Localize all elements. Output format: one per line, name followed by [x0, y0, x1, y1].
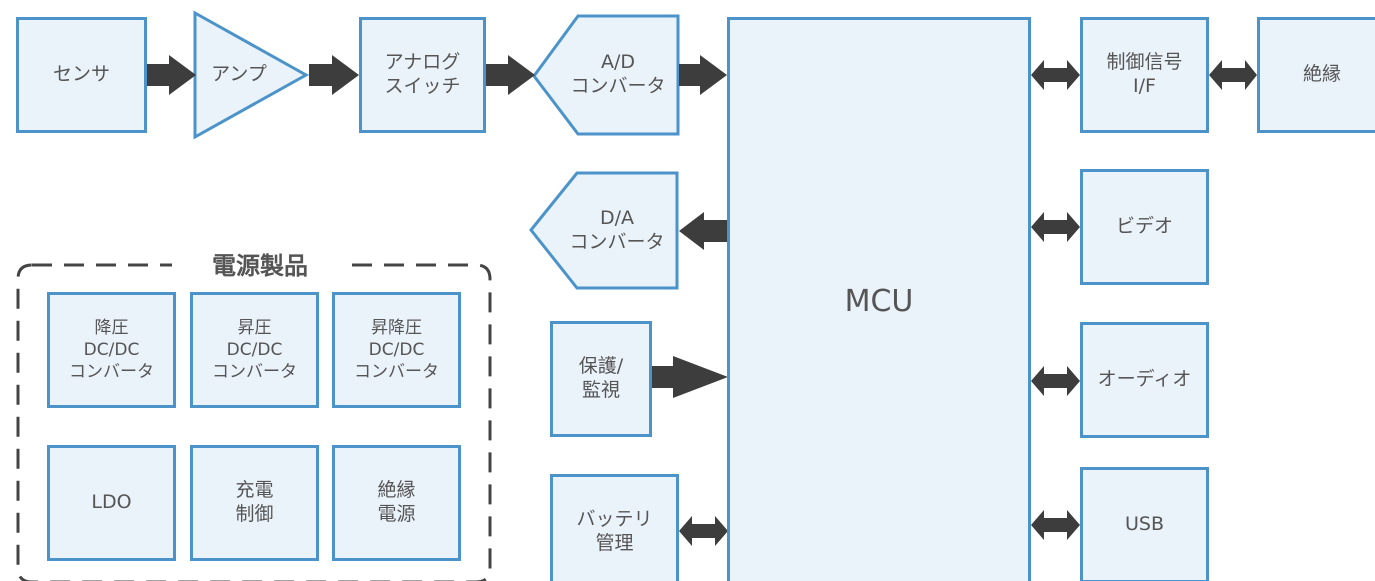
audio-block: オーディオ — [1080, 322, 1209, 438]
da-converter-shape — [529, 171, 679, 290]
usb-block: USB — [1080, 467, 1209, 581]
mcu-block: MCU — [727, 17, 1031, 581]
power-group-border — [16, 263, 492, 581]
protection-block: 保護/ 監視 — [550, 321, 652, 437]
sensor-block: センサ — [16, 17, 147, 133]
control-if-block: 制御信号 I/F — [1080, 17, 1209, 133]
video-block: ビデオ — [1080, 169, 1209, 285]
arrow-mcu-da — [679, 212, 728, 250]
isolated-power-block: 絶縁 電源 — [332, 445, 461, 561]
amp-label: アンプ — [211, 63, 267, 86]
arrow-switch-ad — [486, 55, 535, 95]
da-converter-label: D/A コンバータ — [569, 207, 665, 253]
arrow-sensor-amp — [147, 55, 196, 95]
ad-converter-shape — [532, 14, 680, 136]
arrow-mcu-audio — [1031, 366, 1080, 396]
boost-converter-block: 昇圧 DC/DC コンバータ — [190, 292, 319, 408]
buck-converter-block: 降圧 DC/DC コンバータ — [47, 292, 176, 408]
arrow-ad-mcu — [679, 55, 727, 95]
isolation-block: 絶縁 — [1257, 17, 1375, 133]
arrow-amp-switch — [309, 55, 359, 95]
ad-converter-label: A/D コンバータ — [570, 51, 666, 97]
power-group-title: 電源製品 — [172, 246, 348, 280]
arrow-control-isolation — [1209, 60, 1257, 90]
arrow-battery-mcu — [679, 516, 728, 546]
arrow-mcu-usb — [1031, 510, 1080, 540]
ldo-block: LDO — [47, 445, 176, 561]
arrow-mcu-control — [1031, 60, 1080, 90]
arrow-mcu-video — [1031, 212, 1080, 242]
analog-switch-block: アナログ スイッチ — [359, 17, 486, 133]
charge-control-block: 充電 制御 — [190, 445, 319, 561]
arrow-protect-mcu — [652, 356, 728, 398]
battery-block: バッテリ 管理 — [550, 474, 679, 581]
buck-boost-converter-block: 昇降圧 DC/DC コンバータ — [332, 292, 461, 408]
